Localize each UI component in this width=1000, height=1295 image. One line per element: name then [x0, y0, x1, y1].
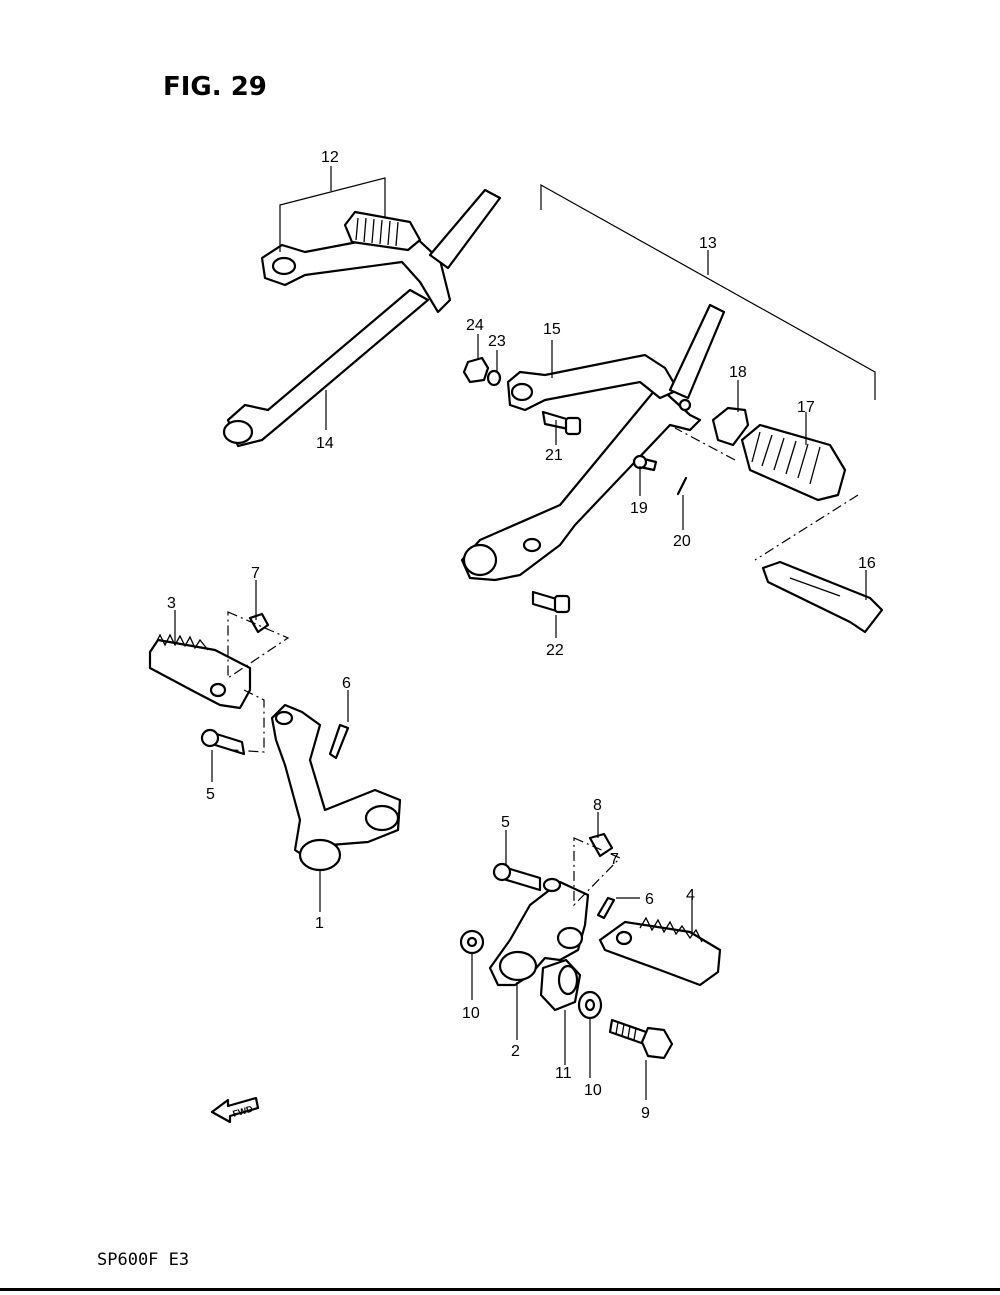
washer-10-left-hole [466, 936, 478, 948]
callout-5-left: 5 [206, 786, 215, 803]
bracket-arm-14 [226, 288, 430, 448]
cotter-pin-6-left [328, 723, 350, 760]
pin-5-left-head [200, 728, 220, 748]
assembly-dash-5 [231, 689, 265, 753]
footrest-16-body [761, 560, 884, 634]
nut-24 [462, 356, 490, 384]
callout-1: 1 [315, 915, 324, 932]
callout-10-left: 10 [462, 1005, 480, 1022]
fwd-arrow-icon [210, 1096, 260, 1124]
leader-lines [174, 166, 876, 1100]
assembly-dash-17-16 [674, 427, 859, 561]
collar-11-face [557, 964, 579, 996]
cotter-pin-20 [676, 476, 688, 496]
model-code-footer: SP600F E3 [97, 1250, 190, 1270]
callout-3: 3 [167, 595, 176, 612]
bracket-15-upper-arm [506, 353, 680, 412]
rubber-ribs [355, 217, 399, 247]
figure-title: FIG. 29 [163, 72, 267, 102]
callout-16: 16 [858, 555, 876, 572]
bracket-15-upper-hole [510, 382, 534, 402]
page-bottom-rule [0, 1288, 1000, 1291]
callout-numbers: 12 14 13 15 24 23 21 22 19 20 18 17 16 7… [167, 149, 876, 1122]
callout-15: 15 [543, 321, 561, 338]
right-bracket-assembly-15 [460, 303, 726, 582]
callout-19: 19 [630, 500, 648, 517]
callout-12: 12 [321, 149, 339, 166]
footpeg-bracket-1 [270, 703, 402, 862]
callout-7-right: 7 [610, 851, 619, 868]
forward-direction-arrow: FWD [210, 1096, 260, 1124]
callout-17: 17 [797, 399, 815, 416]
bolt-9-head [640, 1026, 674, 1060]
bracket-upper-arm [260, 230, 452, 314]
leader-24-23 [477, 334, 498, 372]
bracket-2-pivot-hole [542, 877, 562, 893]
rubber-17-ribs [751, 431, 821, 485]
bracket-2-main-hole [498, 950, 538, 982]
rubber-17-body [740, 423, 847, 502]
bolt-21-head [564, 416, 582, 436]
bracket-15-lower-hole [462, 543, 498, 577]
left-footpeg-group [148, 612, 402, 872]
footpeg-4 [598, 920, 722, 987]
assembly-dash-3-7 [227, 611, 290, 680]
cotter-pin-6-right [596, 896, 616, 920]
callout-6-left: 6 [342, 675, 351, 692]
bracket-15-strap [668, 303, 726, 400]
bolt-9-thread [615, 1021, 637, 1041]
right-footpeg-group [459, 832, 722, 1060]
footrest-rubber-17 [740, 423, 847, 502]
footpeg-4-hole [615, 930, 633, 946]
bracket-upper-hole [271, 256, 297, 276]
callout-6-right: 6 [645, 891, 654, 908]
callout-24: 24 [466, 317, 484, 334]
hardware-group-upper [462, 356, 750, 614]
footpeg-3-hole [209, 682, 227, 698]
bracket-15-mount-hole [522, 537, 542, 553]
callout-10-right: 10 [584, 1082, 602, 1099]
washer-10-right-hole [584, 998, 596, 1012]
bracket-1-pivot-hole [274, 710, 294, 726]
callout-22: 22 [546, 642, 564, 659]
callout-8: 8 [593, 797, 602, 814]
callout-18: 18 [729, 364, 747, 381]
callout-11: 11 [555, 1065, 572, 1082]
bracket-1-lower-hole [298, 838, 342, 872]
spring-8 [588, 832, 614, 858]
bracket-15-lower-arm [460, 388, 702, 582]
callout-20: 20 [673, 533, 691, 550]
footrest-16 [761, 560, 884, 634]
callout-13: 13 [699, 235, 717, 252]
pin-5-right-head [492, 862, 512, 882]
bracket-arm-end [222, 419, 254, 445]
washer-23 [486, 369, 502, 387]
callout-5-right: 5 [501, 814, 510, 831]
callout-21: 21 [545, 447, 563, 464]
spring-washer-18 [711, 406, 750, 447]
leader-12 [279, 166, 386, 252]
bolt-22-head [553, 594, 571, 614]
callout-2: 2 [511, 1043, 520, 1060]
callout-4: 4 [686, 887, 695, 904]
footpeg-4-teeth [639, 916, 703, 943]
callout-23: 23 [488, 333, 506, 350]
assembly-dash-8 [573, 837, 622, 907]
footrest-16-slot [789, 577, 841, 597]
leader-13 [540, 183, 876, 400]
callout-9: 9 [641, 1105, 650, 1122]
bracket-15-pivot-hole [678, 398, 692, 412]
rear-footrest-bracket-assembly [222, 188, 502, 448]
callout-14: 14 [316, 435, 334, 452]
bracket-1-upper-hole [364, 804, 400, 832]
callout-7-left: 7 [251, 565, 260, 582]
footpeg-3-teeth [154, 633, 209, 651]
spring-7-left [248, 612, 270, 634]
bracket-2-upper-hole [556, 926, 584, 950]
bracket-strap [428, 188, 502, 270]
